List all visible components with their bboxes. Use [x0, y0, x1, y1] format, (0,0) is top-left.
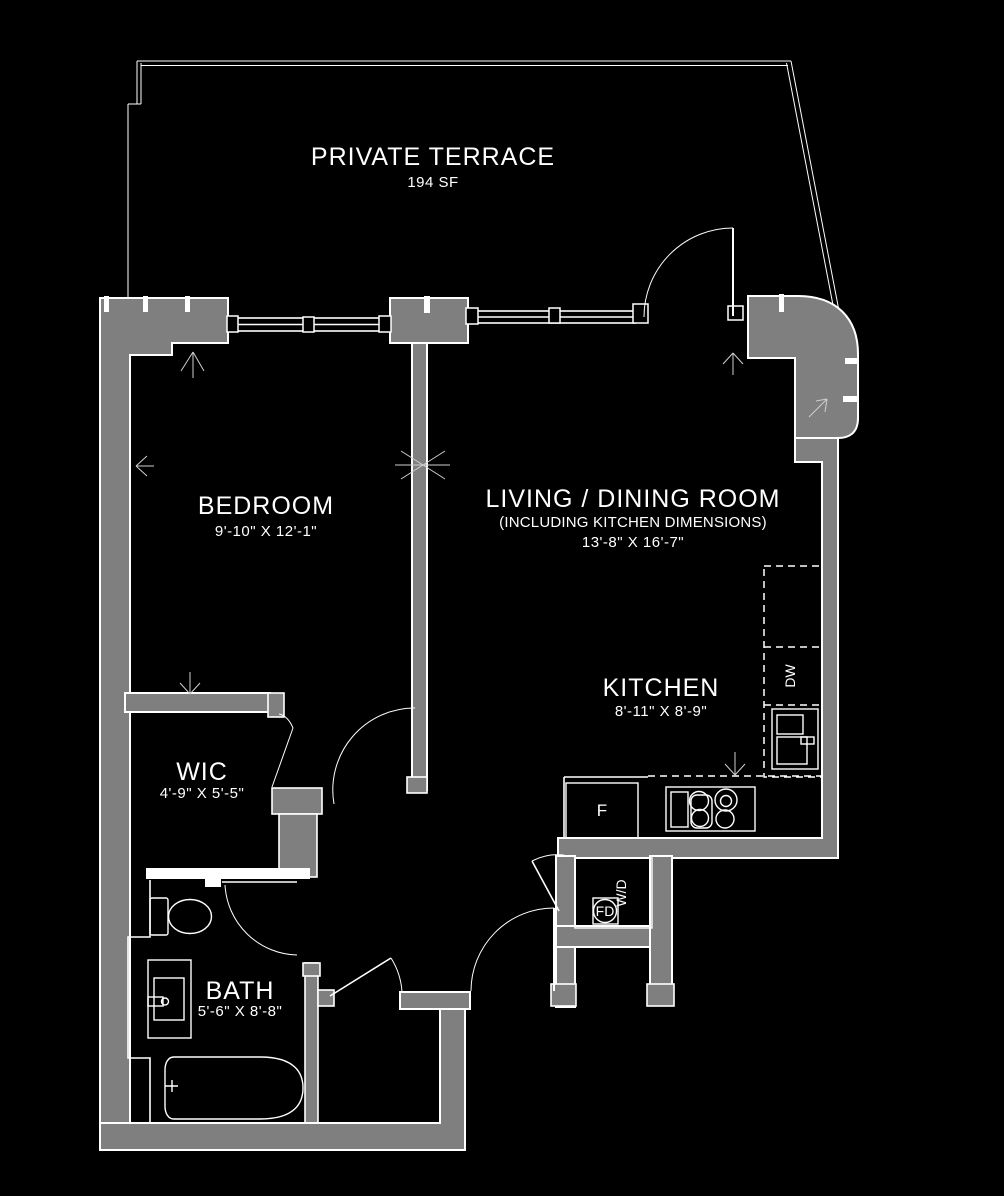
toilet-icon: [149, 897, 213, 936]
bedroom-window: [226, 315, 392, 333]
hall-column-bar: [271, 787, 323, 815]
bath-door-stop: [205, 871, 221, 887]
bedroom-dims: 9'-10" X 12'-1": [215, 523, 317, 540]
partition-foot: [406, 776, 428, 794]
bath-door-upper: [222, 881, 298, 956]
laundry-closet: [574, 857, 653, 929]
terrace-door-hinge: [727, 305, 744, 321]
bath-fixtures: [147, 897, 304, 1120]
terrace-label: PRIVATE TERRACE: [311, 143, 555, 171]
floor-drain-icon: [592, 898, 618, 924]
tick-kitchen-counter: [724, 752, 746, 776]
closet-right-cap: [646, 983, 675, 1007]
bath-sink-icon: [147, 959, 192, 1039]
closet-left-cap: [550, 983, 577, 1007]
pier-slits: [104, 294, 859, 402]
railing-top: [137, 60, 791, 66]
living-label: LIVING / DINING ROOM: [485, 485, 780, 513]
kitchen-cabinet-run: [763, 565, 823, 778]
annotations: [135, 351, 828, 776]
doors: [222, 227, 744, 997]
tick-left-wall: [135, 455, 154, 477]
tick-wic-wall: [179, 672, 201, 695]
closet-right-wall: [649, 855, 673, 1005]
kitchen-fixtures: [563, 565, 823, 839]
living-dims: 13'-8" X 16'-7": [582, 534, 684, 551]
wic-label: WIC: [176, 758, 228, 786]
wic-wall-cap: [267, 692, 285, 718]
floor-drain-label: FD: [596, 903, 615, 919]
wic-door: [271, 713, 294, 788]
bath-door-lower: [329, 957, 403, 997]
dishwasher-label: DW: [782, 664, 798, 688]
bath-wall-recess: [127, 880, 151, 1123]
bottom-wall: [99, 1008, 466, 1151]
bedroom-door: [332, 707, 416, 805]
bath-label: BATH: [206, 977, 275, 1005]
kitchen-label: KITCHEN: [603, 674, 720, 702]
windows: [226, 303, 649, 333]
hall-wall: [399, 991, 471, 1010]
bath-door-hinge-block: [317, 989, 335, 1007]
kitchen-dims: 8'-11" X 8'-9": [615, 703, 707, 720]
living-window: [465, 303, 649, 325]
terrace-railing: [127, 60, 841, 319]
bath-jamb-cap: [302, 962, 321, 977]
living-note: (INCLUDING KITCHEN DIMENSIONS): [499, 514, 767, 531]
railing-left: [127, 61, 142, 297]
bathtub-icon: [164, 1056, 304, 1120]
bath-dims: 5'-6" X 8'-8": [198, 1003, 283, 1020]
partition-wall: [411, 342, 428, 791]
tick-living-corner: [722, 352, 744, 375]
exterior-walls: [99, 294, 859, 1151]
washer-dryer-unit: [574, 857, 653, 929]
terrace-area: 194 SF: [407, 174, 458, 191]
bedroom-label: BEDROOM: [198, 492, 334, 520]
tick-top-left: [180, 351, 205, 378]
entry-door: [470, 907, 555, 992]
wic-dims: 4'-9" X 5'-5": [160, 785, 245, 802]
appliance-labels: F DW W/D FD: [596, 664, 798, 919]
tick-right-wall: [808, 398, 828, 418]
terrace-door: [643, 227, 744, 321]
refrigerator: [565, 782, 639, 839]
partition-break-mark: [395, 450, 450, 480]
closet-bottom-wall: [555, 925, 653, 948]
washer-dryer-label: W/D: [613, 879, 629, 906]
room-labels: PRIVATE TERRACE 194 SF BEDROOM 9'-10" X …: [160, 143, 780, 1020]
hall-column-box: [278, 813, 318, 878]
railing-slant: [786, 60, 841, 319]
stove: [665, 786, 756, 832]
laundry-door: [531, 854, 565, 912]
bath-top-wall: [146, 868, 310, 879]
curved-corner-wall: [747, 295, 859, 439]
bath-right-wall: [304, 962, 319, 1126]
fridge-label: F: [597, 801, 607, 820]
wic-top-wall: [124, 692, 271, 713]
right-wall: [557, 437, 839, 859]
kitchen-sink: [771, 708, 819, 770]
